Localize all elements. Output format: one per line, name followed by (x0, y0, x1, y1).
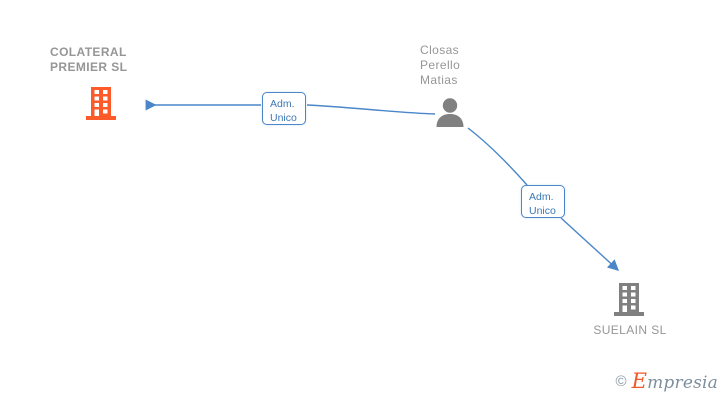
node-label-suelain: SUELAIN SL (593, 323, 667, 337)
watermark-brand: Empresia (632, 371, 718, 392)
node-label-person-closas: Closas Perello Matias (420, 43, 461, 87)
person-icon-closas[interactable] (432, 97, 468, 127)
building-icon-suelain[interactable] (613, 283, 645, 316)
edge-person-to-suelain-upper (467, 127, 528, 186)
node-label-colateral-premier: COLATERAL PREMIER SL (50, 45, 128, 74)
relation-label-adm-unico-suelain[interactable]: Adm. Unico (521, 185, 565, 218)
edge-person-to-colateral-right (306, 104, 436, 115)
watermark: © Empresia (616, 371, 718, 392)
building-icon-colateral-premier[interactable] (85, 87, 117, 120)
edge-person-to-suelain-lower (560, 217, 620, 271)
relation-label-adm-unico-colateral[interactable]: Adm. Unico (262, 92, 306, 125)
watermark-brand-rest: mpresia (647, 373, 718, 393)
copyright-icon: © (615, 373, 627, 390)
watermark-brand-initial: E (631, 369, 648, 393)
